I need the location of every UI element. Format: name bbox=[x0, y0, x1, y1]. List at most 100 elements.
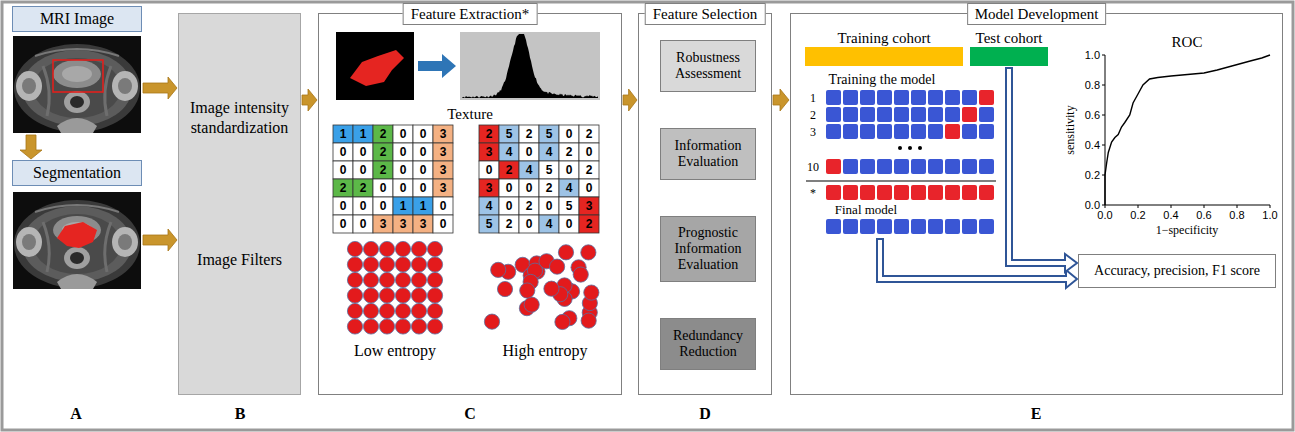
fold-square bbox=[860, 185, 875, 200]
row-number: 10 bbox=[807, 161, 819, 173]
matrix-cell-value: 0 bbox=[566, 164, 573, 176]
matrix-cell bbox=[579, 125, 599, 143]
fold-square bbox=[843, 159, 858, 174]
fold-square bbox=[826, 90, 841, 105]
matrix-cell-value: 0 bbox=[340, 218, 347, 230]
process-box: Information Evaluation bbox=[660, 128, 756, 180]
fold-square bbox=[911, 159, 926, 174]
matrix-cell bbox=[393, 197, 413, 215]
roi-extraction bbox=[336, 32, 600, 100]
fold-square bbox=[928, 159, 943, 174]
step-heading: MRI Image bbox=[12, 6, 142, 32]
voxel-dot bbox=[520, 283, 535, 298]
matrix-cell bbox=[559, 125, 579, 143]
matrix-cell-value: 2 bbox=[380, 146, 387, 158]
voxel-dot bbox=[379, 257, 394, 272]
voxel-dot bbox=[427, 303, 442, 318]
matrix-cell bbox=[353, 161, 373, 179]
matrix-cell-value: 4 bbox=[546, 146, 553, 158]
matrix-cell-value: 0 bbox=[400, 164, 407, 176]
matrix-cell-value: 0 bbox=[400, 182, 407, 194]
matrix-cell-value: 3 bbox=[420, 218, 427, 230]
fold-square bbox=[928, 90, 943, 105]
roc-curve bbox=[1105, 55, 1270, 205]
matrix-cell bbox=[353, 215, 373, 233]
matrix-cell-value: 0 bbox=[340, 146, 347, 158]
fold-square bbox=[979, 159, 994, 174]
voxel-dot bbox=[395, 319, 410, 334]
panel-heading: Model Development bbox=[967, 3, 1107, 25]
matrix-cell bbox=[413, 197, 433, 215]
matrix-cell-value: 0 bbox=[526, 146, 533, 158]
matrix-cell-value: 2 bbox=[526, 200, 533, 212]
voxel-dot bbox=[411, 257, 426, 272]
matrix-cell bbox=[559, 143, 579, 161]
tick-mark bbox=[1102, 115, 1105, 116]
fold-square bbox=[843, 185, 858, 200]
matrix-cell-value: 0 bbox=[566, 128, 573, 140]
metrics-box: Accuracy, precision, F1 score bbox=[1078, 254, 1276, 288]
entropy-illustration bbox=[347, 241, 599, 334]
matrix-cell-value: 0 bbox=[380, 200, 387, 212]
matrix-cell bbox=[479, 125, 499, 143]
matrix-cell-value: 3 bbox=[440, 164, 447, 176]
matrix-cell bbox=[393, 125, 413, 143]
matrix-cell bbox=[539, 179, 559, 197]
matrix-cell bbox=[539, 125, 559, 143]
matrix-cell-value: 4 bbox=[506, 146, 513, 158]
tick-mark bbox=[1171, 205, 1172, 208]
matrix-cell bbox=[579, 143, 599, 161]
matrix-cell-value: 0 bbox=[526, 218, 533, 230]
row-number: 3 bbox=[810, 126, 816, 138]
voxel-dot bbox=[347, 319, 362, 334]
fold-square bbox=[826, 107, 841, 122]
cohort-band: Test cohort bbox=[970, 29, 1048, 67]
matrix-cell-value: 5 bbox=[546, 164, 553, 176]
panel-letter: B bbox=[235, 406, 246, 422]
matrix-cell-value: 3 bbox=[486, 182, 493, 194]
matrix-cell-value: 2 bbox=[380, 164, 387, 176]
block-arrow bbox=[623, 89, 637, 111]
ellipsis-dot bbox=[918, 146, 922, 150]
matrix-cell-value: 0 bbox=[420, 164, 427, 176]
matrix-cell bbox=[433, 179, 453, 197]
voxel-dot bbox=[558, 245, 573, 260]
matrix-cell bbox=[373, 197, 393, 215]
fold-square bbox=[877, 107, 892, 122]
matrix-cell bbox=[333, 143, 353, 161]
matrix-cell-value: 3 bbox=[586, 200, 593, 212]
chart-title: ROC bbox=[1172, 35, 1203, 50]
matrix-cell-value: 0 bbox=[506, 182, 513, 194]
fold-square bbox=[945, 185, 960, 200]
matrix-cell bbox=[579, 161, 599, 179]
fold-square bbox=[877, 185, 892, 200]
cohort-bar bbox=[970, 47, 1048, 66]
matrix-cell bbox=[499, 215, 519, 233]
matrix-cell bbox=[333, 197, 353, 215]
pipeline-arrow bbox=[143, 229, 177, 251]
roc-chart bbox=[1102, 55, 1270, 208]
voxel-dot bbox=[549, 259, 564, 274]
matrix-cell bbox=[479, 143, 499, 161]
matrix-cell-value: 0 bbox=[360, 164, 367, 176]
mri-scan bbox=[13, 36, 141, 133]
fold-square bbox=[843, 219, 858, 234]
matrix-cell bbox=[393, 143, 413, 161]
matrix-cell bbox=[413, 125, 433, 143]
matrix-cell-value: 1 bbox=[400, 200, 407, 212]
fold-square bbox=[979, 219, 994, 234]
matrix-cell-value: 0 bbox=[360, 200, 367, 212]
fold-square bbox=[945, 124, 960, 139]
fold-square bbox=[911, 107, 926, 122]
axis-tick-label: 0.2 bbox=[1085, 170, 1100, 181]
voxel-dot bbox=[544, 281, 559, 296]
fold-square bbox=[877, 90, 892, 105]
matrix-cell-value: 0 bbox=[420, 182, 427, 194]
panel-letter: D bbox=[699, 406, 711, 422]
axis-tick-label: 0.8 bbox=[1229, 210, 1244, 221]
pipeline-arrow bbox=[20, 135, 42, 159]
matrix-cell bbox=[499, 179, 519, 197]
voxel-dot bbox=[427, 319, 442, 334]
fold-square bbox=[877, 124, 892, 139]
axis-tick-label: 0.6 bbox=[1085, 110, 1100, 121]
